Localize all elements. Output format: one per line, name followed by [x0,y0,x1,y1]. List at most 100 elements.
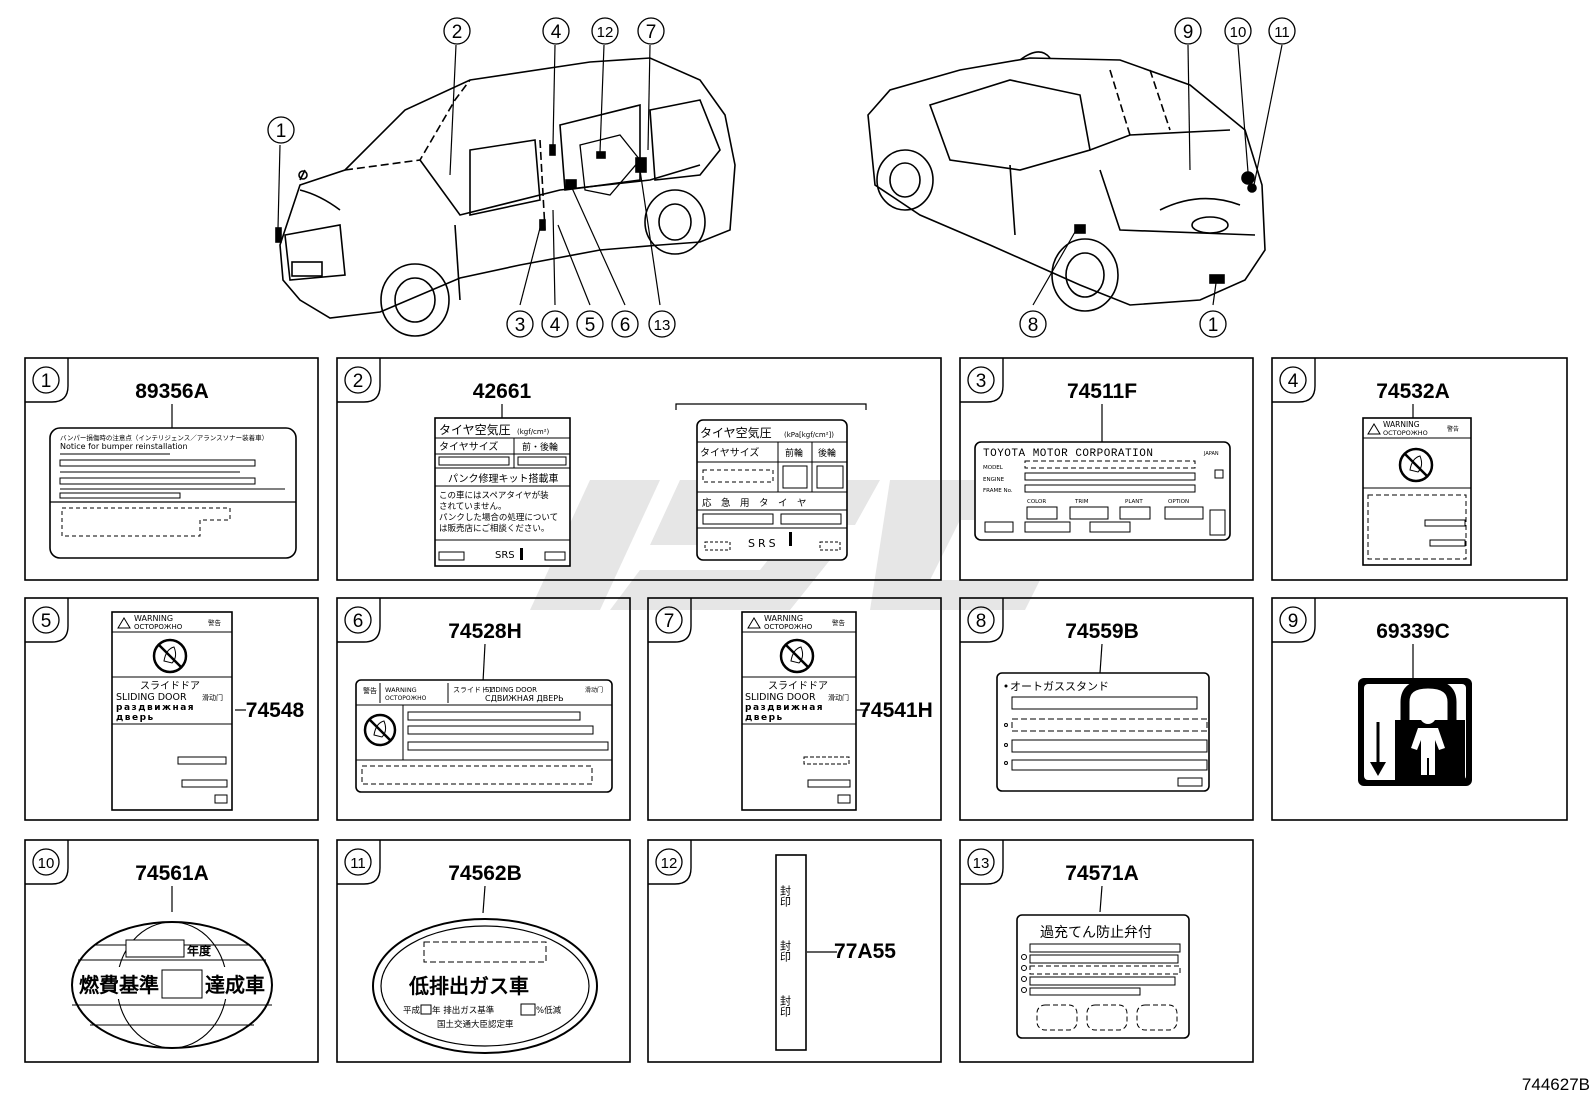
part-number-2: 42661 [473,380,532,403]
callout-2: 2 [452,22,463,43]
svg-text:ОСТОРОЖНО: ОСТОРОЖНО [134,623,183,631]
part-number-5: 74548 [246,699,305,722]
svg-text:過充てん防止弁付: 過充てん防止弁付 [1040,925,1152,941]
callout-12: 12 [597,24,614,41]
svg-text:TRIM: TRIM [1074,499,1089,505]
label-74548: WARNING ОСТОРОЖНО 警告 スライドドア SLIDING DOOR… [111,611,233,811]
callout-1-front: 1 [276,121,287,142]
label-74511F: TOYOTA MOTOR CORPORATION JAPAN MODEL ENG… [974,441,1231,541]
svg-text:年 排出ガス基準: 年 排出ガス基準 [432,1005,495,1016]
svg-text:バンパー損傷時の注意点（インテリジェンス／アランスソナー装着: バンパー損傷時の注意点（インテリジェンス／アランスソナー装着車） [60,433,268,442]
svg-text:年度: 年度 [187,943,212,958]
vehicle-rear-view [867,51,1266,312]
svg-text:WARNING: WARNING [134,614,173,623]
panel-3-number: 3 [976,371,987,392]
label-74571A: 過充てん防止弁付 [1016,914,1190,1039]
svg-text:WARNING: WARNING [385,686,417,694]
panel-8-number: 8 [976,611,987,632]
svg-text:スライドドア: スライドドア [140,680,200,692]
svg-text:警告: 警告 [363,686,377,695]
svg-text:Notice for bumper reinstallati: Notice for bumper reinstallation [60,442,188,451]
label-74562B-low-emission: 低排出ガス車 平成 年 排出ガス基準 %低減 国土交通大臣認定車 [372,918,598,1054]
callout-13: 13 [654,317,671,334]
label-89356A: バンパー損傷時の注意点（インテリジェンス／アランスソナー装着車） Notice … [49,427,297,559]
svg-text:応 急 用 タ イ ヤ: 応 急 用 タ イ ヤ [702,497,807,509]
svg-text:SRS: SRS [495,550,515,561]
svg-text:ОСТОРОЖНО: ОСТОРОЖНО [1383,429,1428,437]
svg-text:FRAME No.: FRAME No. [983,488,1013,494]
callouts-rear [1019,17,1296,338]
panel-9-number: 9 [1288,611,1299,632]
svg-text:パンクした場合の処理について: パンクした場合の処理について [439,512,558,523]
svg-text:タイヤ空気圧: タイヤ空気圧 [439,422,511,437]
leader-lines-rear [1032,44,1283,306]
svg-text:スライドドア: スライドドア [453,686,495,694]
svg-text:SRS: SRS [748,537,779,550]
panel-7-number: 7 [664,611,675,632]
svg-text:警告: 警告 [832,618,846,627]
panel-1-number: 1 [41,371,52,392]
vehicle-front-view [275,57,736,337]
part-number-10: 74561A [135,862,209,885]
svg-text:ОСТОРОЖНО: ОСТОРОЖНО [385,695,427,702]
label-42661-b: タイヤ空気圧 (kPa[kgf/cm²]) タイヤサイズ 前輪 後輪 応 急 用… [675,403,867,561]
svg-text:滑动门: 滑动门 [585,686,603,694]
svg-text:JAPAN: JAPAN [1203,451,1219,457]
svg-text:дверь: дверь [745,713,784,723]
svg-text:されていません。: されていません。 [439,502,507,512]
svg-text:前輪: 前輪 [785,447,803,459]
svg-text:封印: 封印 [779,994,792,1017]
label-74541H: WARNING ОСТОРОЖНО 警告 スライドドア SLIDING DOOR… [741,611,857,811]
callout-4-bottom: 4 [550,315,561,336]
panel-10-number: 10 [38,855,55,872]
callout-6: 6 [620,315,631,336]
svg-text:(kgf/cm²): (kgf/cm²) [517,428,550,436]
callouts-front [267,17,676,338]
label-42661-a: タイヤ空気圧 (kgf/cm²) タイヤサイズ 前・後輪 パンク修理キット搭載車… [434,417,571,567]
panel-12-number: 12 [661,855,678,872]
svg-text:%低減: %低減 [536,1005,562,1016]
leader-lines-front [277,44,661,306]
svg-text:パンク修理キット搭載車: パンク修理キット搭載車 [448,472,559,485]
callout-8: 8 [1028,315,1039,336]
svg-text:ENGINE: ENGINE [983,477,1005,483]
svg-text:SLIDING DOOR: SLIDING DOOR [485,686,537,694]
svg-text:ОСТОРОЖНО: ОСТОРОЖНО [764,623,813,631]
svg-text:(kPa[kgf/cm²]): (kPa[kgf/cm²]) [784,431,834,439]
svg-text:СДВИЖНАЯ ДВЕРЬ: СДВИЖНАЯ ДВЕРЬ [485,694,564,703]
part-number-9: 69339C [1376,620,1450,643]
callout-9: 9 [1183,22,1194,43]
panel-6-number: 6 [353,611,364,632]
part-leaders [171,404,1414,953]
svg-text:WARNING: WARNING [764,614,803,623]
part-number-12: 77A55 [834,940,896,963]
svg-text:COLOR: COLOR [1027,499,1046,505]
part-number-1: 89356A [135,380,209,403]
part-number-8: 74559B [1065,620,1139,643]
callout-7: 7 [646,22,657,43]
label-77A55-seal: 封印 封印 封印 [775,854,807,1051]
svg-text:раздвижная: раздвижная [116,703,195,713]
svg-text:PLANT: PLANT [1125,499,1143,505]
panel-frames [24,357,1568,1063]
part-number-3: 74511F [1067,380,1137,403]
svg-text:平成: 平成 [403,1005,421,1016]
label-74559B: オートガススタンド [996,672,1210,792]
part-number-6: 74528H [448,620,522,643]
svg-text:燃費基準: 燃費基準 [79,973,159,997]
panel-number-circles [32,366,1307,876]
svg-text:SLIDING DOOR: SLIDING DOOR [116,692,187,703]
callout-10: 10 [1230,24,1247,41]
callout-1-rear: 1 [1208,315,1219,336]
callout-11: 11 [1274,24,1290,41]
svg-text:この車にはスペアタイヤが装: この車にはスペアタイヤが装 [439,490,549,501]
svg-text:タイヤ空気圧: タイヤ空気圧 [700,425,772,440]
label-69339C-child-lock [1358,678,1472,786]
svg-text:封印: 封印 [779,884,792,907]
svg-text:国土交通大臣認定車: 国土交通大臣認定車 [437,1019,514,1030]
svg-text:SLIDING DOOR: SLIDING DOOR [745,692,816,703]
part-number-4: 74532A [1376,380,1450,403]
callout-4-top: 4 [551,22,562,43]
svg-text:警告: 警告 [208,618,222,627]
